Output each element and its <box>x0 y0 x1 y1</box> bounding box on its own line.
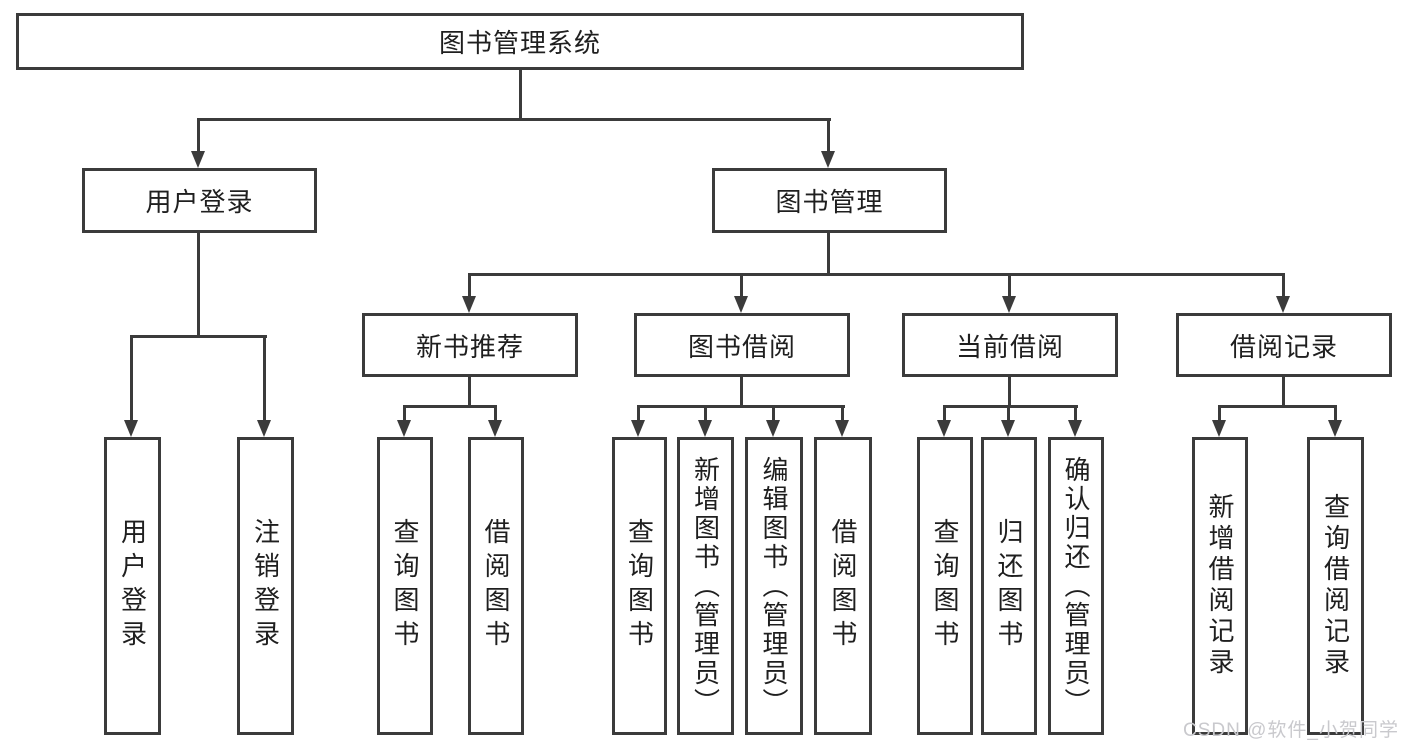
arrowhead <box>1328 420 1342 437</box>
node-current-borrow-label: 当前借阅 <box>955 331 1064 362</box>
watermark-text: CSDN @软件_小贺同学 <box>1183 720 1399 741</box>
node-new-books: 新书推荐 <box>362 313 578 377</box>
leaf-current-return: 归还图书 <box>981 437 1037 735</box>
arrowhead <box>766 420 780 437</box>
arrowhead <box>835 420 849 437</box>
leaf-logout-label: 注销登录 <box>250 518 281 654</box>
connector-line <box>519 70 522 118</box>
leaf-current-confirm-label: 确认归还（管理员） <box>1061 455 1091 717</box>
connector-line <box>1334 408 1337 420</box>
leaf-borrow-query-label: 查询图书 <box>624 518 655 654</box>
connector-line <box>704 408 707 420</box>
leaf-newbooks-query-label: 查询图书 <box>390 518 420 654</box>
arrowhead <box>937 420 951 437</box>
arrowhead <box>397 420 411 437</box>
leaf-borrow-add-label: 新增图书（管理员） <box>690 455 721 717</box>
connector-line <box>1218 408 1221 420</box>
node-user-login: 用户登录 <box>82 168 317 233</box>
node-book-mgmt-label: 图书管理 <box>775 187 884 217</box>
connector-line <box>130 335 267 338</box>
connector-line <box>1008 276 1011 297</box>
leaf-borrow-query: 查询图书 <box>612 437 667 735</box>
leaf-borrow-borrow: 借阅图书 <box>814 437 872 735</box>
arrowhead <box>191 151 205 168</box>
connector-line <box>130 338 133 420</box>
leaf-newbooks-borrow: 借阅图书 <box>468 437 524 735</box>
leaf-borrow-borrow-label: 借阅图书 <box>828 518 858 654</box>
connector-line <box>740 377 743 405</box>
connector-line <box>403 408 406 420</box>
arrowhead <box>698 420 712 437</box>
connector-line <box>263 338 266 420</box>
arrowhead <box>124 420 138 437</box>
leaf-user-login-label: 用户登录 <box>117 518 148 654</box>
node-root: 图书管理系统 <box>16 13 1024 70</box>
node-current-borrow: 当前借阅 <box>902 313 1118 377</box>
node-root-label: 图书管理系统 <box>438 28 601 58</box>
arrowhead <box>257 420 271 437</box>
connector-line <box>740 276 743 297</box>
connector-line <box>1074 408 1077 420</box>
connector-line <box>494 408 497 420</box>
arrowhead <box>1002 296 1016 313</box>
connector-line <box>772 408 775 420</box>
node-user-login-label: 用户登录 <box>145 187 254 217</box>
connector-line <box>468 377 471 405</box>
node-borrow-records-label: 借阅记录 <box>1229 331 1338 362</box>
connector-line <box>943 405 1078 408</box>
arrowhead <box>1212 420 1226 437</box>
leaf-user-login: 用户登录 <box>104 437 161 735</box>
connector-line <box>637 408 640 420</box>
leaf-records-query-label: 查询借阅记录 <box>1320 493 1351 679</box>
arrowhead <box>1276 296 1290 313</box>
arrowhead <box>821 151 835 168</box>
connector-line <box>841 408 844 420</box>
connector-line <box>468 276 471 297</box>
leaf-current-return-label: 归还图书 <box>994 518 1024 654</box>
leaf-borrow-add: 新增图书（管理员） <box>677 437 734 735</box>
leaf-current-confirm: 确认归还（管理员） <box>1048 437 1104 735</box>
leaf-logout: 注销登录 <box>237 437 294 735</box>
leaf-borrow-edit-label: 编辑图书（管理员） <box>759 455 789 717</box>
connector-line <box>1218 405 1337 408</box>
connector-line <box>1008 377 1011 405</box>
arrowhead <box>488 420 502 437</box>
connector-line <box>827 121 830 151</box>
node-book-mgmt: 图书管理 <box>712 168 947 233</box>
leaf-current-query: 查询图书 <box>917 437 973 735</box>
connector-line <box>1282 377 1285 405</box>
node-borrow-records: 借阅记录 <box>1176 313 1392 377</box>
leaf-records-query: 查询借阅记录 <box>1307 437 1364 735</box>
connector-line <box>943 408 946 420</box>
leaf-records-add-label: 新增借阅记录 <box>1205 493 1235 679</box>
connector-line <box>468 273 1285 276</box>
node-book-borrow: 图书借阅 <box>634 313 850 377</box>
leaf-newbooks-query: 查询图书 <box>377 437 433 735</box>
leaf-current-query-label: 查询图书 <box>930 518 960 654</box>
node-book-borrow-label: 图书借阅 <box>687 331 796 362</box>
connector-line <box>197 233 200 335</box>
arrowhead <box>462 296 476 313</box>
leaf-borrow-edit: 编辑图书（管理员） <box>745 437 803 735</box>
connector-line <box>827 233 830 273</box>
leaf-records-add: 新增借阅记录 <box>1192 437 1248 735</box>
node-new-books-label: 新书推荐 <box>415 331 524 362</box>
connector-line <box>197 118 831 121</box>
arrowhead <box>1068 420 1082 437</box>
leaf-newbooks-borrow-label: 借阅图书 <box>481 518 511 654</box>
arrowhead <box>734 296 748 313</box>
connector-line <box>637 405 845 408</box>
arrowhead <box>631 420 645 437</box>
connector-line <box>403 405 497 408</box>
connector-line <box>197 121 200 151</box>
connector-line <box>1282 276 1285 297</box>
arrowhead <box>1001 420 1015 437</box>
connector-line <box>1007 408 1010 420</box>
